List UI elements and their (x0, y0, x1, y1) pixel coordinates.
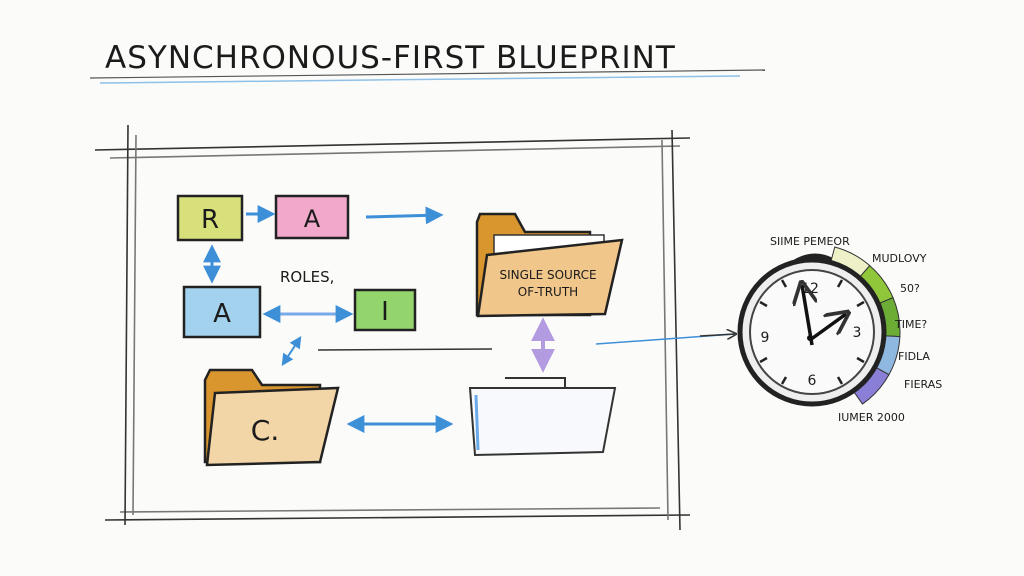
title-underline (89, 69, 766, 79)
empty-tray (468, 377, 617, 457)
clock-tick (759, 300, 768, 308)
frame (94, 124, 691, 531)
title-underline-blue (99, 75, 741, 84)
folder-c-label: C. (251, 414, 279, 447)
box-i-label: I (381, 297, 389, 327)
title: ASYNCHRONOUS-FIRST BLUEPRINT (105, 40, 676, 76)
clock-tick (856, 300, 865, 308)
hour-hand (802, 285, 812, 346)
clock-tick (856, 356, 865, 364)
clock: 12 3 6 9 (737, 246, 901, 407)
clock-tick (836, 376, 844, 385)
folder-line2: OF-TRUTH (518, 285, 578, 299)
roles-label: ROLES, (280, 268, 334, 286)
clock-label: FIDLA (898, 350, 930, 363)
arrow-diagonal (281, 335, 302, 367)
box-i: I (353, 288, 417, 332)
numeral-6: 6 (808, 373, 817, 389)
clock-segments (830, 246, 901, 405)
divider-line (317, 348, 493, 351)
box-r: R (176, 194, 244, 242)
clock-label: FIERAS (904, 378, 942, 391)
arrows (203, 205, 735, 433)
clock-tick (780, 376, 788, 385)
numeral-3: 3 (853, 325, 862, 341)
clock-label: TIME? (894, 318, 927, 331)
single-source-folder: SINGLE SOURCE OF-TRUTH (475, 212, 624, 318)
clock-label: IUMER 2000 (838, 411, 905, 424)
clock-label: SIIME PEMEOR (770, 235, 850, 248)
box-r-label: R (201, 205, 219, 235)
clock-tick (780, 279, 788, 288)
numeral-9: 9 (761, 330, 770, 346)
box-a-label: A (304, 205, 321, 233)
arrow-to-folder (365, 206, 444, 225)
clock-tick (759, 356, 768, 364)
clock-tick (836, 279, 844, 288)
box-a-blue: A (182, 285, 262, 339)
clock-label: 50? (900, 282, 920, 295)
box-a2-label: A (213, 299, 231, 329)
folder-c: C. (203, 368, 340, 467)
minute-hand (808, 314, 846, 342)
box-a-accountable: A (274, 194, 350, 240)
clock-labels: SIIME PEMEOR MUDLOVY 50? TIME? FIDLA FIE… (770, 235, 942, 424)
folder-line1: SINGLE SOURCE (499, 268, 596, 282)
clock-label: MUDLOVY (872, 252, 927, 265)
